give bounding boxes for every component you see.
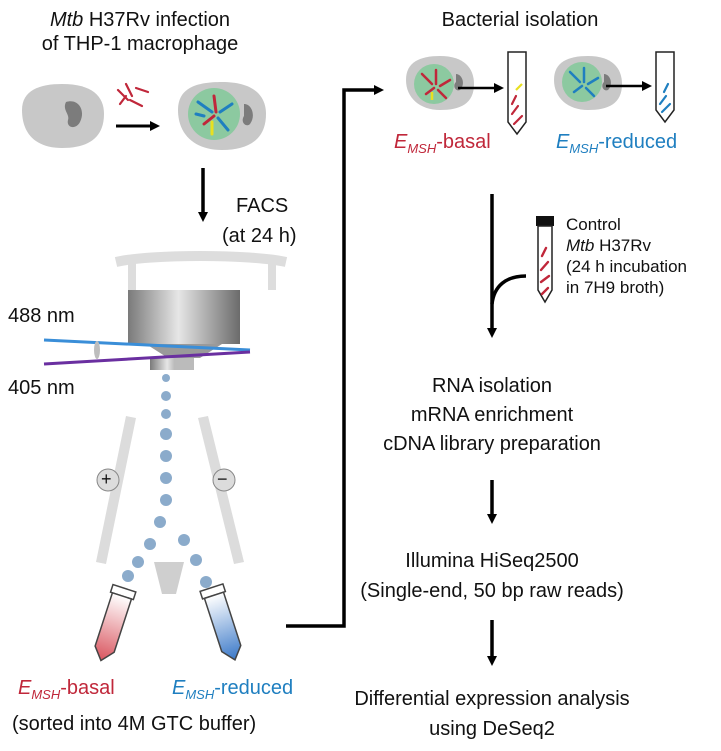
facs-time: (at 24 h) <box>222 225 297 247</box>
isolation-title: Bacterial isolation <box>441 9 599 31</box>
control-line2-italic: Mtb <box>566 236 595 255</box>
pipeline-step-2: Illumina HiSeq2500 (Single-end, 50 bp ra… <box>352 546 632 606</box>
sorted-buffer-note: (sorted into 4M GTC buffer) <box>12 713 257 735</box>
sorted-reduced-e: E <box>172 677 186 699</box>
control-merge-line <box>490 274 527 305</box>
facs-label: FACS <box>236 195 289 217</box>
isolation-basal-label: EMSH-basal <box>394 130 491 156</box>
step1-line3: cDNA library preparation <box>383 433 601 455</box>
connector-arrow <box>286 85 384 628</box>
isolation-basal-e: E <box>394 131 408 153</box>
isolation-reduced-sub: MSH <box>569 141 599 156</box>
free-bacteria <box>116 82 150 108</box>
infection-title-rest: H37Rv infection <box>83 9 231 31</box>
step2-line1: Illumina HiSeq2500 <box>405 550 579 572</box>
pipeline-step-1: RNA isolation mRNA enrichment cDNA libra… <box>352 372 632 459</box>
laser-488-label: 488 nm <box>8 305 75 327</box>
tube-reduced <box>199 583 242 662</box>
sorted-basal-e: E <box>18 677 32 699</box>
laser-405-label: 405 nm <box>8 377 75 399</box>
sorted-reduced-suffix: -reduced <box>214 677 294 699</box>
isolated-cell-basal <box>406 56 474 110</box>
step1-line2: mRNA enrichment <box>410 404 574 426</box>
uninfected-macrophage <box>22 84 104 148</box>
sorted-basal-sub: MSH <box>31 687 61 702</box>
plate-plus: + <box>101 469 112 489</box>
control-line4: in 7H9 broth) <box>566 278 665 297</box>
isolated-cell-reduced <box>554 56 622 110</box>
isolation-reduced-suffix: -reduced <box>598 131 678 153</box>
pipeline-step-3: Differential expression analysis using D… <box>352 684 632 744</box>
infected-macrophage <box>178 82 266 150</box>
control-line2-rest: H37Rv <box>594 236 652 255</box>
step2-line2: (Single-end, 50 bp raw reads) <box>360 580 624 602</box>
sorted-basal-suffix: -basal <box>60 677 115 699</box>
step1-line1: RNA isolation <box>431 375 553 397</box>
step3-line2: using DeSeq2 <box>429 718 555 740</box>
tube-basal <box>94 583 137 662</box>
infection-title-italic: Mtb <box>49 9 84 31</box>
isolation-reduced-label: EMSH-reduced <box>556 130 677 156</box>
flow-cytometer <box>43 251 288 594</box>
sorted-basal-label: EMSH-basal <box>18 676 115 702</box>
sorted-reduced-label: EMSH-reduced <box>172 676 293 702</box>
control-tube <box>536 216 554 304</box>
isolation-basal-sub: MSH <box>407 141 437 156</box>
isolation-basal-suffix: -basal <box>436 131 491 153</box>
control-line3: (24 h incubation <box>566 257 687 276</box>
control-line1: Control <box>566 215 621 234</box>
control-label: Control Mtb H37Rv (24 h incubation in 7H… <box>566 214 687 298</box>
isolation-reduced-e: E <box>556 131 570 153</box>
sorted-reduced-sub: MSH <box>185 687 215 702</box>
isolation-tube-basal <box>507 51 527 136</box>
infection-title-line2: of THP-1 macrophage <box>41 33 239 55</box>
isolation-tube-reduced <box>655 51 675 124</box>
infection-title: Mtb H37Rv infection of THP-1 macrophage <box>20 8 260 56</box>
step3-line1: Differential expression analysis <box>354 688 630 710</box>
plate-minus: − <box>217 469 228 489</box>
